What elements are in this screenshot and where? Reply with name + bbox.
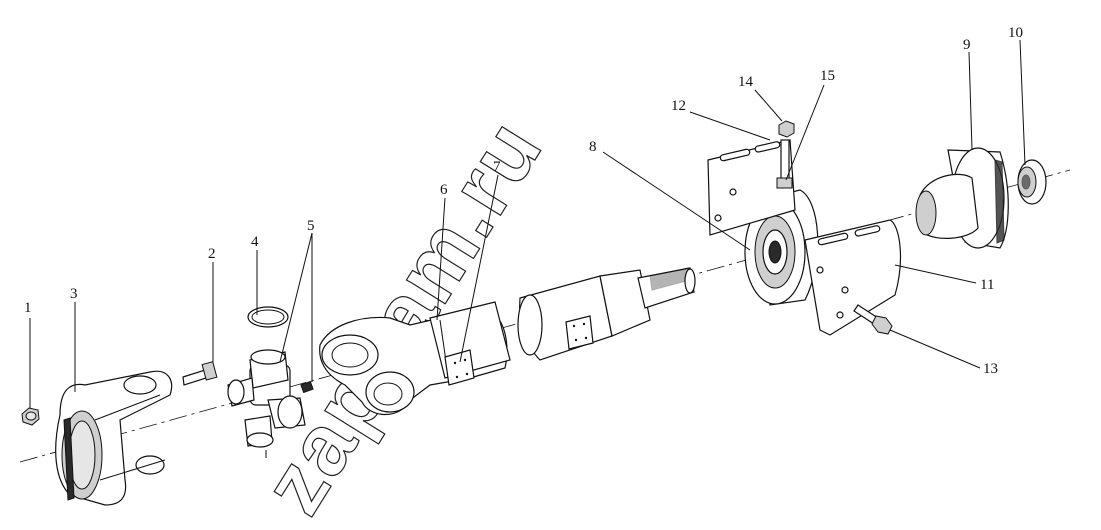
callout-1: 1 [24, 300, 32, 316]
callout-14: 14 [738, 74, 754, 90]
part-5-universal-cross [227, 349, 314, 458]
callout-4: 4 [251, 234, 259, 250]
callout-9: 9 [963, 37, 971, 53]
callout-2: 2 [208, 246, 216, 262]
callout-7: 7 [493, 159, 501, 175]
intermediate-shaft [517, 267, 696, 361]
callout-3: 3 [70, 286, 78, 302]
part-2-bolt [182, 361, 218, 386]
part-6-slip-yoke-tube [319, 301, 511, 415]
callout-11: 11 [980, 277, 994, 293]
callout-labels: 1 2 3 4 5 6 7 8 9 10 11 12 13 14 15 [24, 25, 1023, 377]
callout-6: 6 [440, 182, 448, 198]
part-8-center-bearing [744, 189, 819, 306]
part-10-nut [1017, 159, 1047, 205]
part-1-nut [21, 407, 40, 426]
callout-10: 10 [1008, 25, 1023, 41]
part-14-nut [778, 120, 795, 138]
callout-5: 5 [307, 218, 315, 234]
part-4-snap-ring [247, 306, 289, 328]
leader-lines [29, 39, 1026, 408]
part-13-bolt [853, 304, 893, 335]
callout-13: 13 [983, 361, 998, 377]
part-11-bracket-lower [804, 219, 902, 336]
callout-15: 15 [820, 68, 835, 84]
part-7-balance-plate [444, 349, 475, 386]
part-12-bracket-upper [707, 139, 796, 236]
callout-8: 8 [589, 139, 597, 155]
part-9-flange [915, 147, 1009, 249]
part-15-bolt [776, 139, 793, 189]
part-3-flange-yoke [55, 370, 173, 506]
watermark: zapkam.ru [245, 103, 561, 530]
callout-12: 12 [671, 98, 686, 114]
